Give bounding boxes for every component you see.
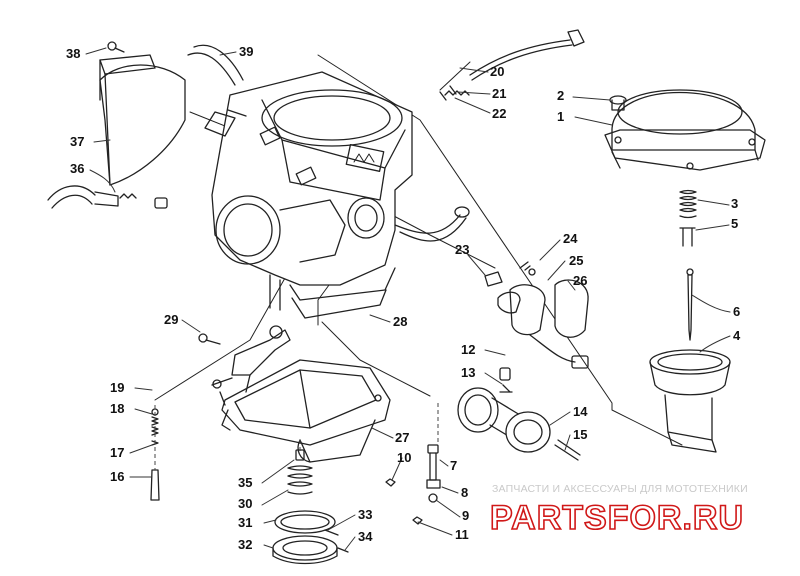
- watermark-caption: ЗАПЧАСТИ И АКСЕССУАРЫ ДЛЯ МОТОТЕХНИКИ: [492, 483, 748, 495]
- callout-8: 8: [461, 485, 469, 500]
- callout-30: 30: [238, 496, 253, 511]
- carburetor-body: [204, 71, 470, 319]
- partsfor-logo: PARTSFOR.RU: [490, 498, 744, 537]
- callout-4: 4: [733, 328, 741, 343]
- callout-1: 1: [557, 109, 565, 124]
- callout-33: 33: [358, 507, 373, 522]
- callout-36: 36: [70, 161, 85, 176]
- callout-27: 27: [395, 430, 410, 445]
- vent-hose: [47, 185, 168, 209]
- callout-21: 21: [492, 86, 507, 101]
- callout-23: 23: [455, 242, 470, 257]
- callout-35: 35: [238, 475, 253, 490]
- callout-15: 15: [573, 427, 588, 442]
- callout-38: 38: [66, 46, 81, 61]
- callout-17: 17: [110, 445, 125, 460]
- callout-11: 11: [455, 527, 469, 542]
- accelerator-pump-parts: [457, 367, 581, 461]
- callout-18: 18: [110, 401, 125, 416]
- hose-39: [187, 44, 244, 86]
- top-cover: [604, 89, 766, 171]
- callout-6: 6: [733, 304, 741, 319]
- callout-34: 34: [358, 529, 373, 544]
- callout-31: 31: [238, 515, 253, 530]
- callout-12: 12: [461, 342, 476, 357]
- callout-7: 7: [450, 458, 458, 473]
- callout-28: 28: [393, 314, 408, 329]
- callout-leaders: [85, 47, 731, 551]
- jet-needle: [686, 268, 694, 341]
- callout-5: 5: [731, 216, 739, 231]
- callout-14: 14: [573, 404, 588, 419]
- throttle-slide: [649, 349, 731, 453]
- callout-2: 2: [557, 88, 565, 103]
- main-jet-parts: [385, 444, 441, 525]
- callout-20: 20: [490, 64, 505, 79]
- pilot-screw: [150, 408, 160, 501]
- partsfor-logo-text: PARTSFOR.RU: [490, 499, 744, 537]
- screw-2: [609, 95, 627, 111]
- callout-10: 10: [397, 450, 412, 465]
- throttle-position-sensor: [484, 261, 589, 369]
- spring-3: [679, 189, 697, 247]
- callout-29: 29: [164, 312, 179, 327]
- callout-19: 19: [110, 380, 125, 395]
- choke-cover: [99, 54, 186, 186]
- callout-3: 3: [731, 196, 739, 211]
- callout-9: 9: [462, 508, 470, 523]
- callout-24: 24: [563, 231, 578, 246]
- callout-32: 32: [238, 537, 253, 552]
- callout-13: 13: [461, 365, 476, 380]
- callout-39: 39: [239, 44, 254, 59]
- throttle-cable: [439, 29, 585, 101]
- screw-24: [528, 268, 536, 276]
- callout-16: 16: [110, 469, 125, 484]
- screw-29: [198, 333, 221, 345]
- callout-26: 26: [573, 273, 588, 288]
- callout-25: 25: [569, 253, 584, 268]
- float-bowl: [211, 359, 391, 463]
- callout-22: 22: [492, 106, 507, 121]
- reference-lines: [154, 54, 683, 446]
- callout-37: 37: [70, 134, 85, 149]
- screw-38: [107, 41, 125, 53]
- float-arm: [231, 325, 291, 393]
